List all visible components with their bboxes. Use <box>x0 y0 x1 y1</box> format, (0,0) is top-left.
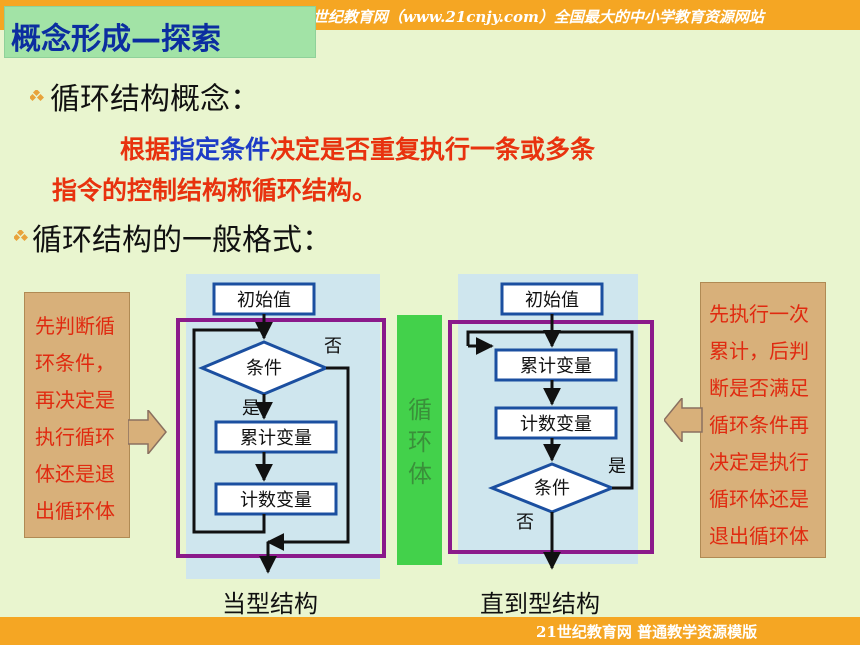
loop-back-path <box>466 330 634 490</box>
loop-body-bar <box>397 315 442 565</box>
note-line: 环条件， <box>35 351 115 375</box>
format-heading: 循环结构的一般格式： <box>32 223 332 258</box>
diamond-bullet-icon <box>30 90 44 102</box>
init-box <box>212 282 316 316</box>
concept-heading: 循环结构概念： <box>50 82 260 117</box>
title-box: 概念形成—探索 <box>4 6 316 58</box>
no-label: 否 <box>324 336 342 357</box>
note-line: 断是否满足 <box>709 376 809 400</box>
do-until-loop-note: 先执行一次 累计，后判 断是否满足 循环条件再 决定是执行 循环体还是 退出循环… <box>700 282 826 558</box>
definition-part-3: 决定是否重复执行一条或多条 <box>270 135 596 164</box>
no-label: 否 <box>516 512 534 533</box>
page-title: 概念形成—探索 <box>11 22 221 57</box>
yes-label: 是 <box>242 398 260 419</box>
note-line: 循环条件再 <box>709 413 809 437</box>
accumulate-label: 累计变量 <box>240 428 312 449</box>
definition-line-1: 根据指定条件决定是否重复执行一条或多条 <box>120 130 595 166</box>
note-line: 体还是退 <box>35 462 115 486</box>
yes-label: 是 <box>608 456 626 477</box>
definition-line-2: 指令的控制结构称循环结构。 <box>52 176 378 205</box>
while-loop-flowchart: 初始值 条件 否 是 累计变量 计数变量 <box>176 274 386 579</box>
left-arrow-icon <box>664 398 703 442</box>
site-banner: 21世纪教育网（www.21cnjy.com）全国最大的中小学教育资源网站 <box>292 8 764 26</box>
count-box <box>494 406 618 440</box>
loop-frame <box>176 318 386 558</box>
while-structure-caption: 当型结构 <box>222 590 318 618</box>
count-label: 计数变量 <box>240 490 312 511</box>
note-line: 执行循环 <box>35 425 115 449</box>
loop-back-path <box>192 328 266 534</box>
while-loop-note: 先判断循 环条件， 再决定是 执行循环 体还是退 出循环体 <box>24 292 130 538</box>
note-line: 累计，后判 <box>709 339 809 363</box>
accumulate-box <box>494 348 618 382</box>
right-arrow-icon <box>128 410 167 454</box>
condition-label: 条件 <box>246 358 282 379</box>
exit-path <box>266 366 350 551</box>
init-label: 初始值 <box>525 290 579 311</box>
note-line: 循环体还是 <box>709 487 809 511</box>
init-box <box>500 282 604 316</box>
condition-label: 条件 <box>534 478 570 499</box>
until-structure-caption: 直到型结构 <box>480 590 600 618</box>
accumulate-box <box>214 420 338 454</box>
note-line: 退出循环体 <box>709 524 809 548</box>
definition-key-condition: 指定条件 <box>170 135 271 164</box>
footer-text: 21世纪教育网 普通教学资源模版 <box>536 623 758 641</box>
diamond-bullet-icon <box>14 230 28 242</box>
count-label: 计数变量 <box>520 414 592 435</box>
note-line: 再决定是 <box>35 388 115 412</box>
note-line: 先判断循 <box>35 314 115 338</box>
until-loop-flowchart: 初始值 累计变量 计数变量 条件 是 否 <box>448 274 654 570</box>
bottom-bar <box>0 617 860 645</box>
definition-part-1: 根据 <box>120 135 171 164</box>
note-line: 出循环体 <box>35 499 115 523</box>
accumulate-label: 累计变量 <box>520 356 592 377</box>
note-line: 决定是执行 <box>709 450 809 474</box>
note-line: 先执行一次 <box>709 302 809 326</box>
init-label: 初始值 <box>237 290 291 311</box>
loop-body-label: 循环体 <box>408 396 432 488</box>
count-box <box>214 482 338 516</box>
